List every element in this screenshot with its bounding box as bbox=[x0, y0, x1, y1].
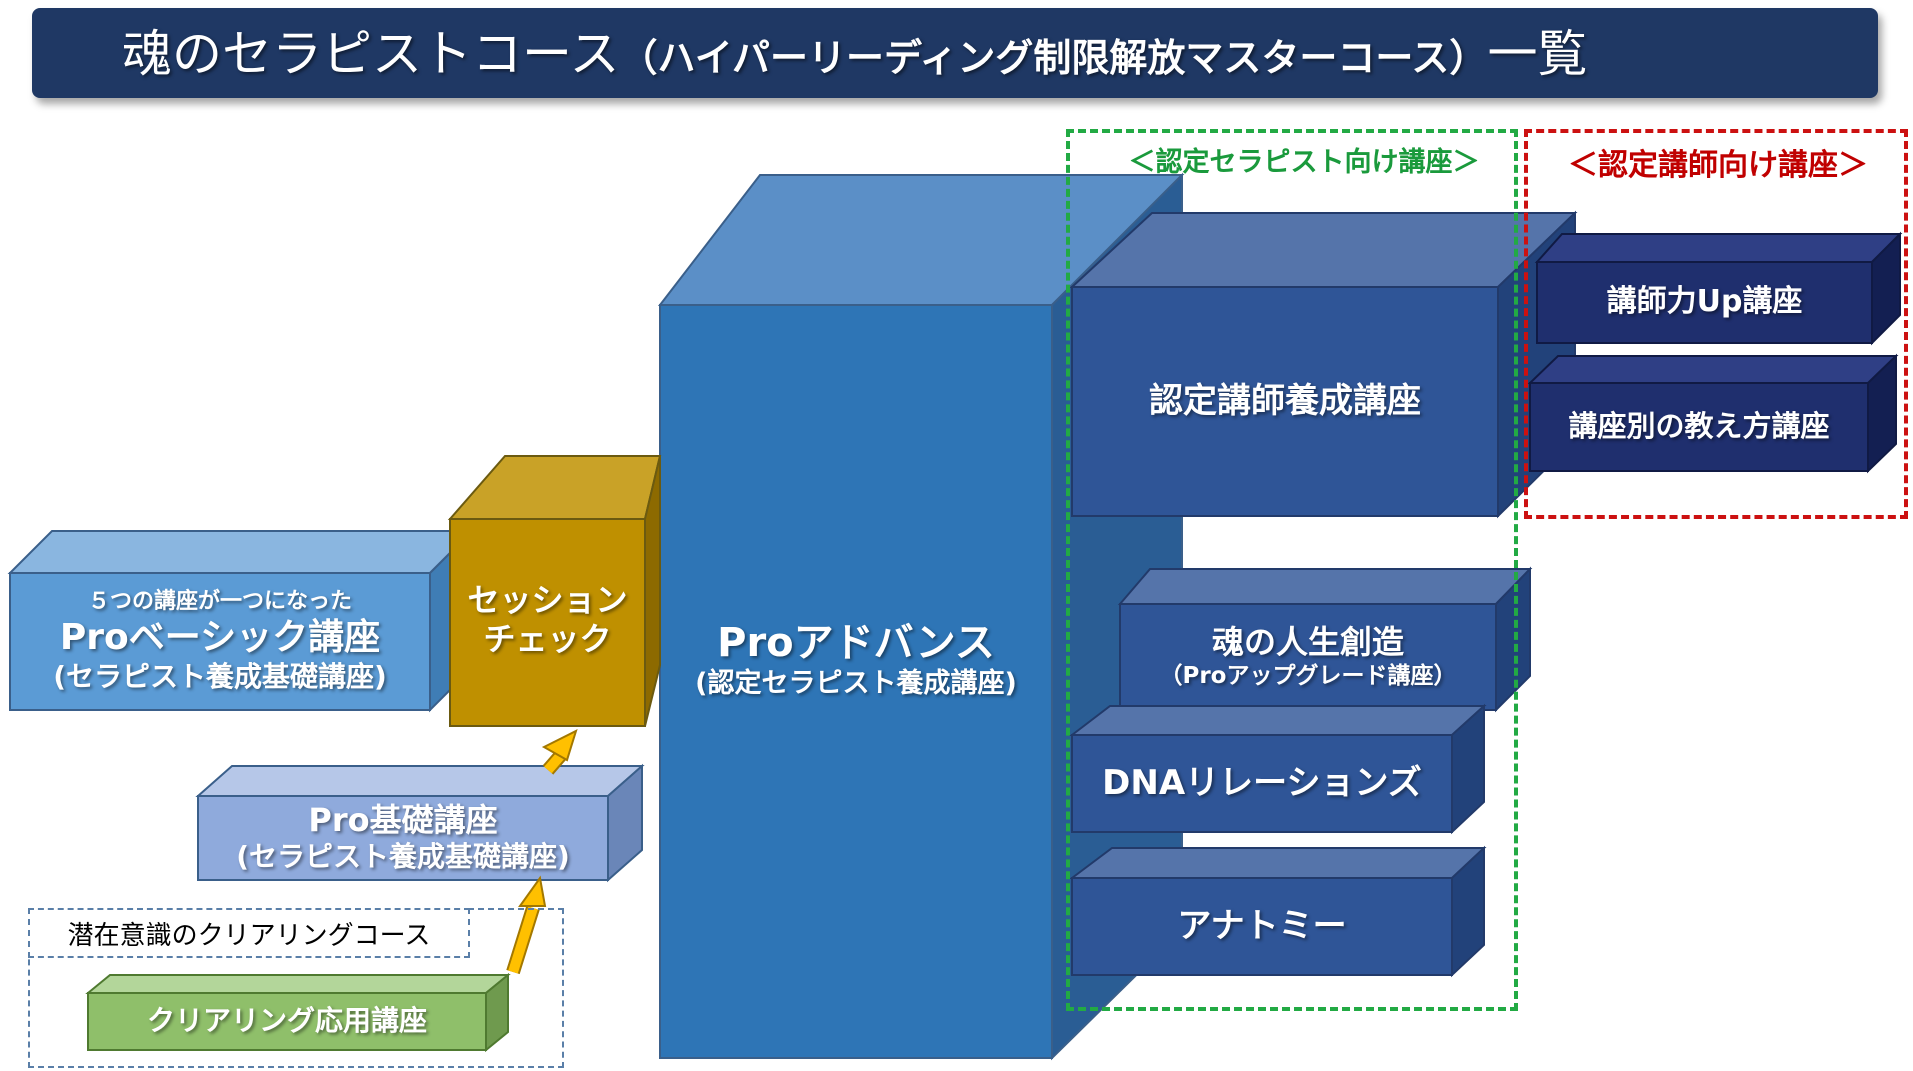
block-dna bbox=[1069, 703, 1487, 835]
instructor-group-box bbox=[1524, 129, 1908, 519]
session-line1: セッション bbox=[467, 580, 628, 619]
course-advance: Proアドバンス (認定セラピスト養成講座) bbox=[660, 600, 1052, 720]
title-bar bbox=[32, 8, 1878, 98]
advance-sub: (認定セラピスト養成講座) bbox=[695, 667, 1017, 699]
block-pro-kiso bbox=[195, 763, 645, 883]
course-clearing: クリアリング応用講座 bbox=[146, 1004, 427, 1038]
therapist-group-box bbox=[1066, 129, 1518, 1011]
soul-life-name: 魂の人生創造 bbox=[1211, 623, 1404, 662]
session-line2: チェック bbox=[483, 620, 612, 658]
therapist-group-header: ＜認定セラピスト向け講座＞ bbox=[1128, 147, 1480, 178]
title-sub: （ハイパーリーディング制限解放マスターコース） bbox=[619, 36, 1488, 80]
instructor-group-header: ＜認定講師向け講座＞ bbox=[1568, 148, 1868, 183]
block-instructor-up bbox=[1534, 231, 1903, 346]
title-end: 一覧 bbox=[1487, 25, 1588, 83]
course-soul-life: 魂の人生創造 （Proアップグレード講座） bbox=[1120, 604, 1496, 710]
pro-kiso-name: Pro基礎講座 bbox=[308, 801, 498, 840]
course-session-check: セッション チェック bbox=[450, 560, 645, 680]
arrow-up-icon bbox=[506, 875, 547, 975]
block-clearing bbox=[85, 972, 511, 1053]
course-anatomy: アナトミー bbox=[1177, 905, 1347, 946]
block-session bbox=[447, 455, 662, 727]
course-pro-kiso: Pro基礎講座 (セラピスト養成基礎講座) bbox=[198, 796, 608, 880]
subconscious-group-label: 潜在意識のクリアリングコース bbox=[28, 908, 470, 958]
title-main: 魂のセラピストコース bbox=[122, 25, 620, 83]
course-dna: DNAリレーションズ bbox=[1102, 762, 1422, 803]
block-advance bbox=[657, 172, 1185, 1061]
course-pro-basic: ５つの講座が一つになった Proベーシック講座 (セラピスト養成基礎講座) bbox=[10, 573, 430, 710]
advance-name: Proアドバンス bbox=[717, 620, 995, 667]
pro-basic-name: Proベーシック講座 bbox=[59, 616, 381, 658]
course-teaching: 講座別の教え方講座 bbox=[1568, 409, 1830, 444]
soul-life-sub: （Proアップグレード講座） bbox=[1159, 663, 1457, 690]
course-instructor-training: 認定講師養成講座 bbox=[1149, 380, 1421, 421]
block-soul-life bbox=[1117, 566, 1533, 713]
block-anatomy bbox=[1069, 845, 1487, 978]
pro-kiso-sub: (セラピスト養成基礎講座) bbox=[236, 840, 570, 874]
pro-basic-top: ５つの講座が一つになった bbox=[87, 589, 352, 615]
page-title: 魂のセラピストコース （ハイパーリーディング制限解放マスターコース） 一覧 bbox=[122, 14, 1587, 94]
course-instructor-up: 講師力Up講座 bbox=[1606, 284, 1803, 320]
pro-basic-sub: (セラピスト養成基礎講座) bbox=[53, 659, 387, 693]
arrow-up-icon bbox=[541, 729, 578, 775]
block-teaching bbox=[1527, 353, 1899, 474]
